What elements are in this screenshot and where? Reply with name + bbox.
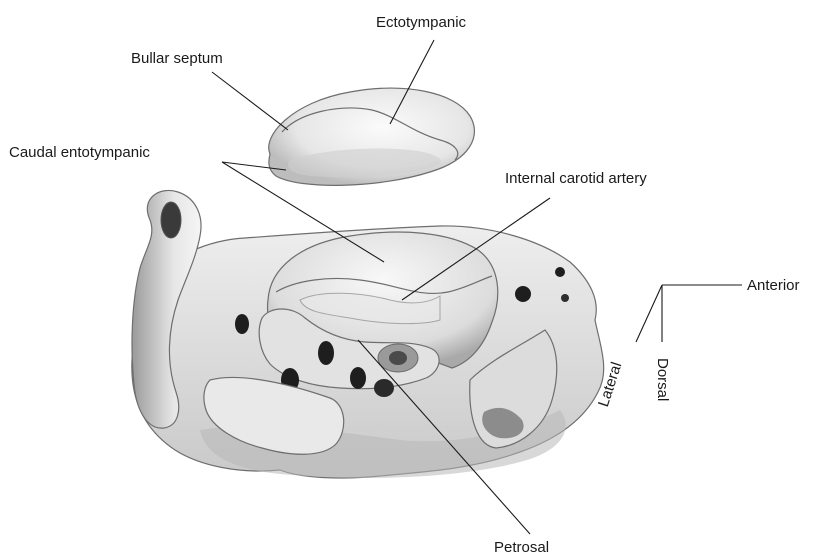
label-anterior: Anterior <box>747 278 800 293</box>
label-dorsal: Dorsal <box>655 358 670 401</box>
axis-lateral <box>636 285 662 342</box>
label-petrosal: Petrosal <box>494 540 549 555</box>
orientation-indicator <box>636 285 742 342</box>
label-internal-carotid-artery: Internal carotid artery <box>505 171 647 186</box>
ectotympanic-bone <box>269 88 475 185</box>
label-ectotympanic: Ectotympanic <box>376 15 466 30</box>
label-bullar-septum: Bullar septum <box>131 51 223 66</box>
leader-bullar-septum <box>212 72 288 130</box>
label-caudal-entotympanic: Caudal entotympanic <box>9 145 150 160</box>
